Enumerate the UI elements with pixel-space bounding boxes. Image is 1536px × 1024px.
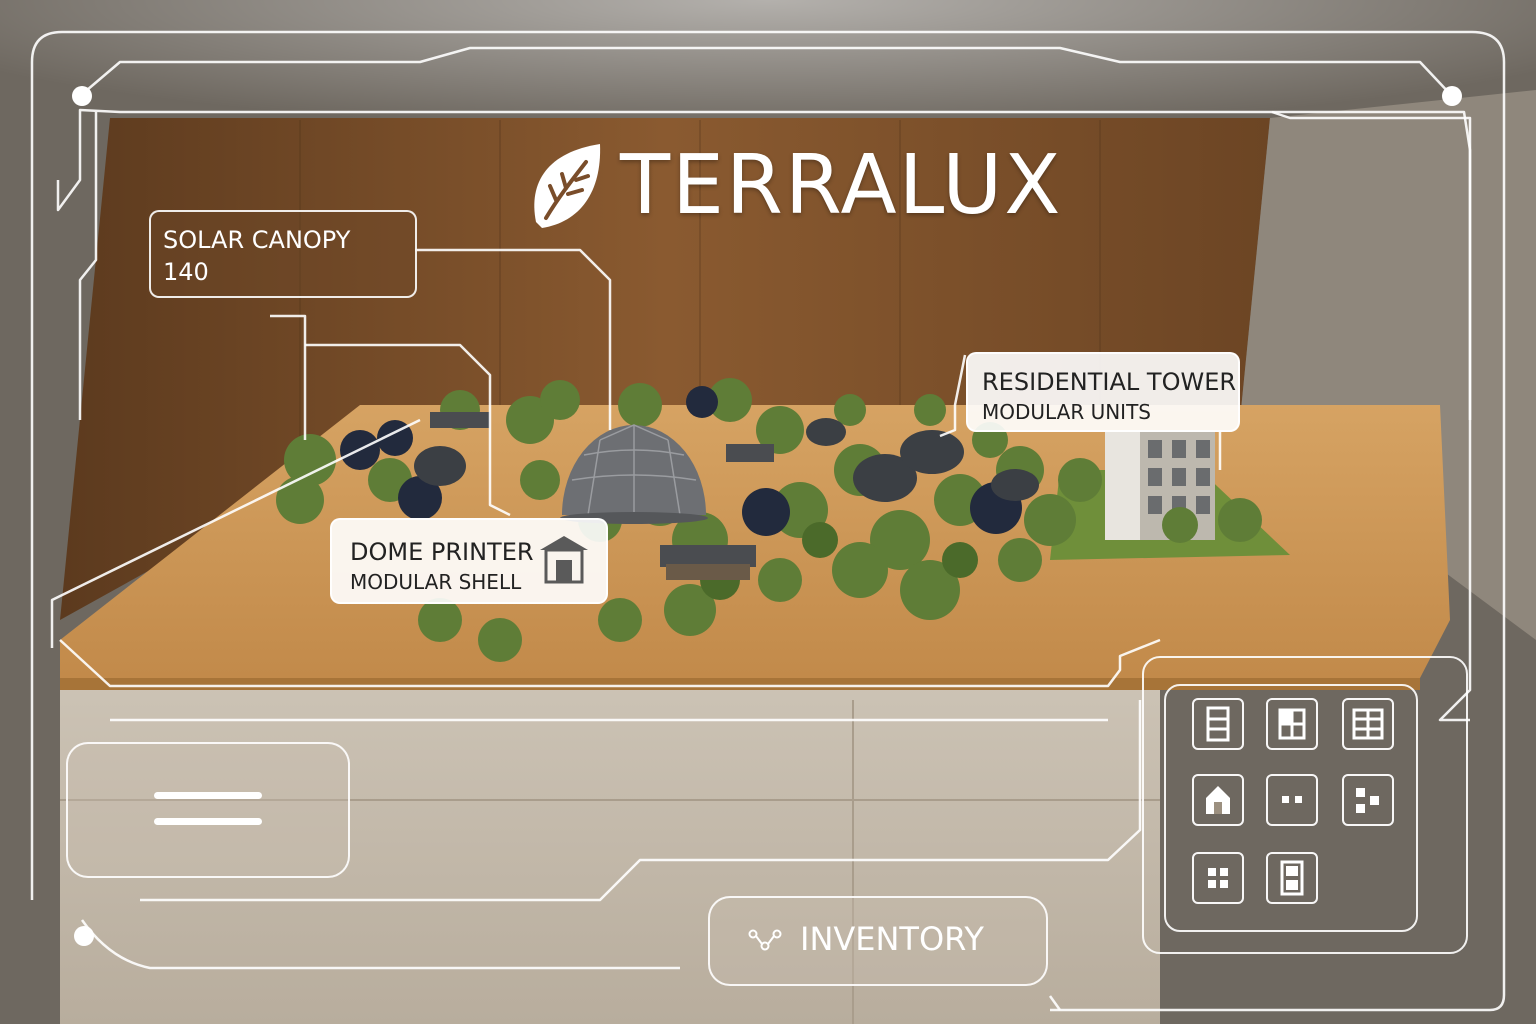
solar-canopy-callout[interactable]: SOLAR CANOPY 140 [149, 210, 417, 298]
dome-printer-title: DOME PRINTER [350, 538, 534, 566]
dome-printer-subtitle: MODULAR SHELL [350, 570, 522, 594]
menu-button[interactable] [66, 742, 350, 878]
scatter-squares-icon[interactable] [1342, 774, 1394, 826]
solar-canopy-title: SOLAR CANOPY [163, 226, 351, 254]
tall-tile-icon[interactable] [1266, 852, 1318, 904]
dome-printer-callout[interactable]: DOME PRINTER MODULAR SHELL [330, 518, 608, 604]
brand-title: TERRALUX [620, 138, 1063, 233]
window-grid-icon[interactable] [1266, 698, 1318, 750]
house-outline-icon[interactable] [1192, 774, 1244, 826]
menu-icon [154, 792, 262, 825]
residential-tower-subtitle: MODULAR UNITS [982, 400, 1151, 424]
solar-canopy-value: 140 [163, 258, 209, 286]
grid-window-icon[interactable] [1342, 698, 1394, 750]
module-grid-inner [1164, 684, 1418, 932]
house-icon [540, 536, 588, 584]
inventory-button[interactable]: INVENTORY [708, 896, 1048, 986]
residential-tower-callout[interactable]: RESIDENTIAL TOWER MODULAR UNITS [966, 352, 1240, 432]
two-dots-icon[interactable] [1266, 774, 1318, 826]
tall-window-icon[interactable] [1192, 698, 1244, 750]
four-squares-icon[interactable] [1192, 852, 1244, 904]
nodes-icon [748, 929, 782, 951]
residential-tower-title: RESIDENTIAL TOWER [982, 368, 1237, 396]
module-grid-panel [1142, 656, 1468, 954]
leaf-icon [534, 144, 601, 228]
inventory-label: INVENTORY [800, 920, 984, 958]
